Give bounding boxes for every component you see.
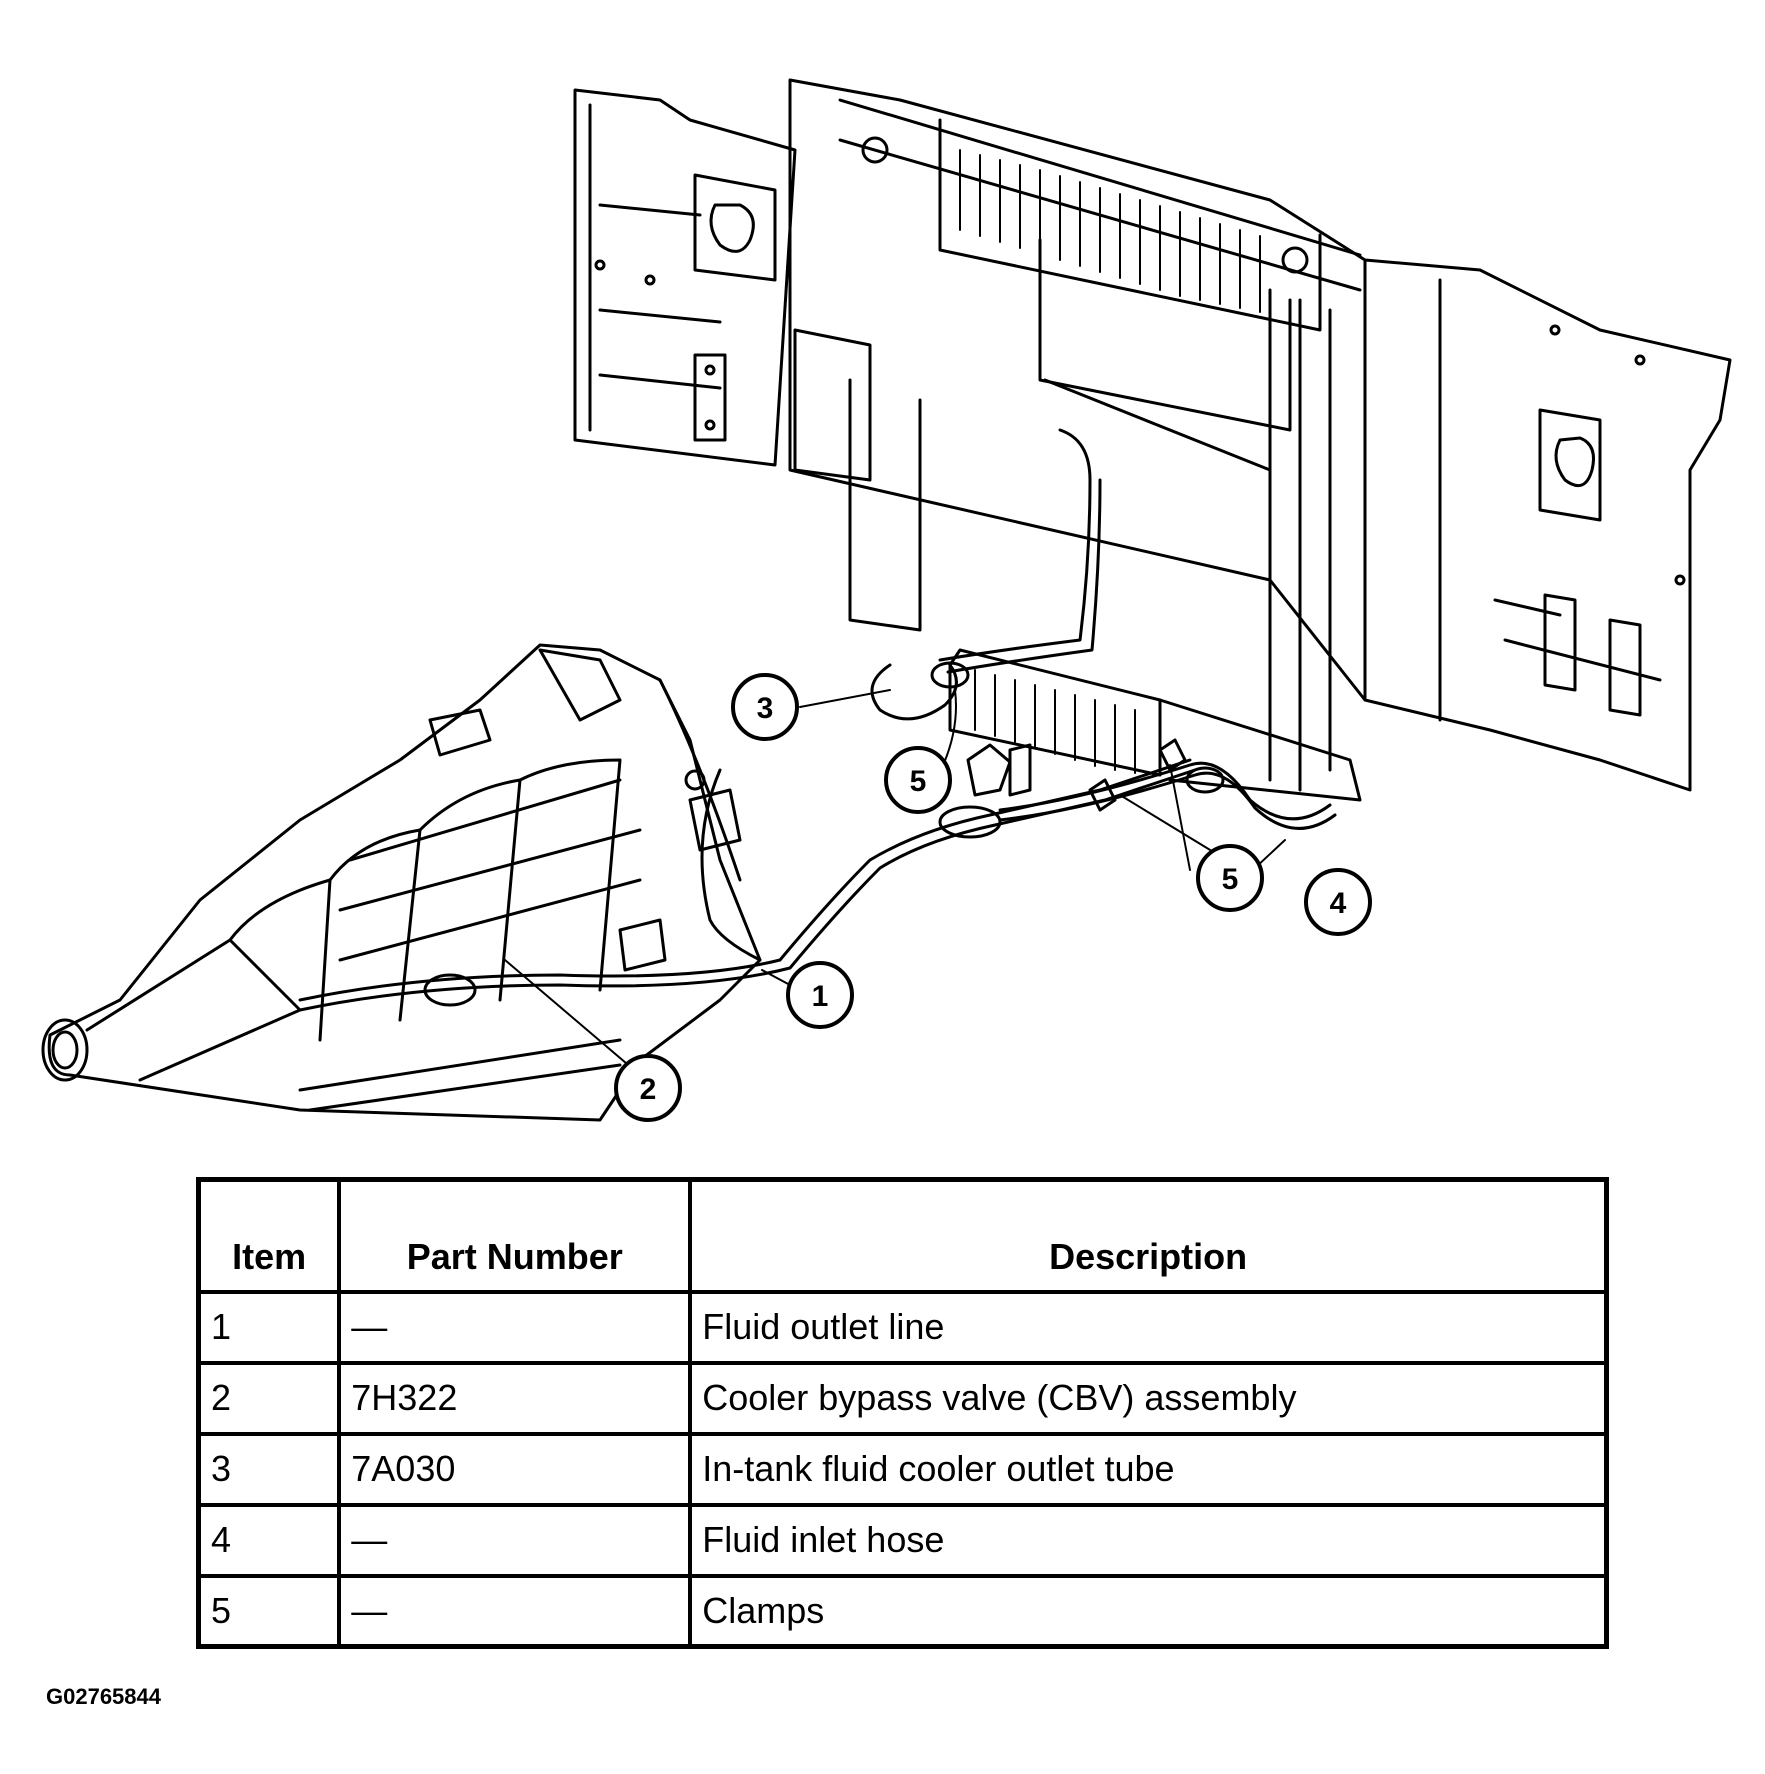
clamps bbox=[930, 661, 1187, 812]
svg-text:3: 3 bbox=[757, 692, 774, 725]
cell-description: Clamps bbox=[688, 1573, 1609, 1649]
cell-item: 4 bbox=[196, 1502, 342, 1578]
figure-id: G02765844 bbox=[46, 1684, 161, 1709]
cell-part-number: — bbox=[337, 1502, 693, 1578]
callout-3: 3 bbox=[731, 673, 799, 741]
table-row: 4 — Fluid inlet hose bbox=[196, 1502, 1609, 1578]
table-header-row: Item Part Number Description bbox=[196, 1177, 1609, 1294]
cell-description: Cooler bypass valve (CBV) assembly bbox=[688, 1360, 1609, 1436]
svg-text:4: 4 bbox=[1330, 887, 1347, 920]
cell-part-number: 7H322 bbox=[337, 1360, 693, 1436]
header-description: Description bbox=[688, 1177, 1609, 1294]
callout-1: 1 bbox=[786, 961, 854, 1029]
callout-5-upper: 5 bbox=[884, 746, 952, 814]
cell-item: 1 bbox=[196, 1289, 342, 1365]
cell-item: 5 bbox=[196, 1573, 342, 1649]
cell-item: 2 bbox=[196, 1360, 342, 1436]
exploded-view-diagram: 1 2 3 4 5 5 bbox=[41, 78, 1732, 1122]
svg-text:2: 2 bbox=[640, 1073, 657, 1106]
table-row: 2 7H322 Cooler bypass valve (CBV) assemb… bbox=[196, 1360, 1609, 1436]
cell-part-number: — bbox=[337, 1573, 693, 1649]
header-part-number: Part Number bbox=[337, 1177, 693, 1294]
table-row: 3 7A030 In-tank fluid cooler outlet tube bbox=[196, 1431, 1609, 1507]
cell-part-number: — bbox=[337, 1289, 693, 1365]
radiator-core bbox=[788, 78, 1367, 792]
cell-item: 3 bbox=[196, 1431, 342, 1507]
parts-table: Item Part Number Description 1 — Fluid o… bbox=[196, 1177, 1609, 1649]
radiator-support-left-bracket bbox=[573, 88, 797, 467]
table-row: 1 — Fluid outlet line bbox=[196, 1289, 1609, 1365]
svg-text:5: 5 bbox=[1222, 863, 1239, 896]
fluid-outlet-line bbox=[298, 678, 1197, 1012]
leader-lines bbox=[504, 689, 1286, 1076]
svg-text:1: 1 bbox=[812, 980, 829, 1013]
cell-part-number: 7A030 bbox=[337, 1431, 693, 1507]
radiator-support-right-bracket bbox=[1363, 258, 1732, 792]
svg-text:5: 5 bbox=[910, 765, 927, 798]
header-item: Item bbox=[196, 1177, 342, 1294]
transmission bbox=[41, 643, 762, 1122]
cell-description: Fluid inlet hose bbox=[688, 1502, 1609, 1578]
callout-2: 2 bbox=[614, 1054, 682, 1122]
callout-4: 4 bbox=[1304, 868, 1372, 936]
fluid-inlet-hose bbox=[998, 761, 1337, 830]
callout-5-lower: 5 bbox=[1196, 844, 1264, 912]
cell-description: In-tank fluid cooler outlet tube bbox=[688, 1431, 1609, 1507]
cell-description: Fluid outlet line bbox=[688, 1289, 1609, 1365]
table-row: 5 — Clamps bbox=[196, 1573, 1609, 1649]
radiator-lower-tank bbox=[948, 648, 1362, 802]
